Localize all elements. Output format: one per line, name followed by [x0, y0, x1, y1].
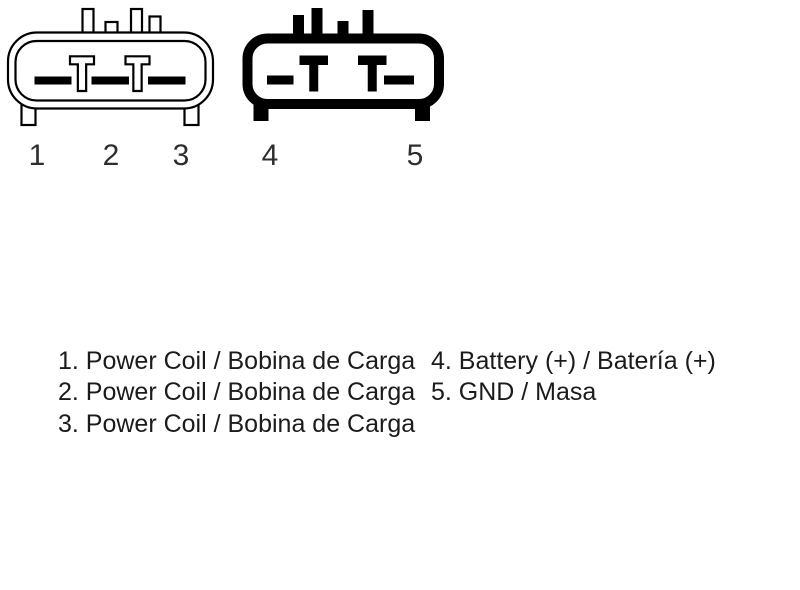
- connector-a-pin-slots: [34, 76, 186, 85]
- pin-number-4: 4: [262, 139, 279, 172]
- keyway-t-4: [299, 55, 329, 92]
- keyway-t-5: [358, 55, 387, 92]
- pin-slot-4: [267, 75, 294, 85]
- legend-right-column: 4. Battery (+) / Batería (+) 5. GND / Ma…: [431, 346, 716, 409]
- connector-b-diagram: 4 5: [242, 8, 445, 172]
- connector-b-body: [242, 33, 445, 109]
- pin-slot-2: [91, 76, 129, 85]
- keyway-t-2: [124, 55, 151, 93]
- connector-b-top-tabs: [293, 8, 374, 40]
- legend-item-pin5: 5. GND / Masa: [431, 378, 597, 407]
- pin-number-2: 2: [103, 139, 120, 172]
- legend-item-pin2: 2. Power Coil / Bobina de Carga: [58, 378, 416, 407]
- connector-a-diagram: 1 2 3: [6, 7, 215, 172]
- pin-number-5: 5: [407, 139, 424, 172]
- pin-number-3: 3: [173, 139, 190, 172]
- connector-b-tab-4: [362, 10, 374, 40]
- connector-b-tab-2: [311, 8, 323, 40]
- legend-item-pin1: 1. Power Coil / Bobina de Carga: [58, 347, 416, 375]
- connector-a-keyways: [68, 55, 151, 93]
- connector-b-pin-slots: [267, 55, 415, 92]
- pin-slot-5: [384, 75, 415, 85]
- legend-left-column: 1. Power Coil / Bobina de Carga 2. Power…: [58, 346, 415, 440]
- pin-number-1: 1: [29, 139, 46, 172]
- pin-slot-3: [148, 76, 186, 85]
- connector-b-tab-3: [337, 21, 349, 40]
- keyway-t-1: [68, 55, 96, 93]
- connector-a-body-outer: [6, 31, 215, 110]
- legend-item-pin3: 3. Power Coil / Bobina de Carga: [58, 409, 416, 438]
- connector-a-body-inner: [14, 39, 207, 102]
- legend-item-pin4: 4. Battery (+) / Batería (+): [431, 347, 716, 375]
- connector-b-tab-1: [293, 15, 305, 40]
- pin-slot-1: [34, 76, 72, 85]
